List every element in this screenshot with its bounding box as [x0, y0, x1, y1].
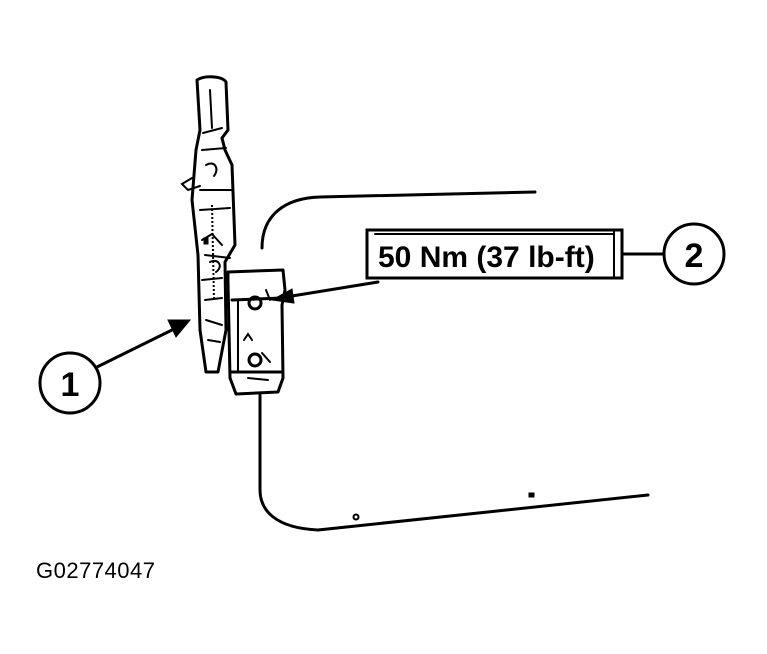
hinge-body — [226, 268, 287, 396]
callout-1: 1 — [38, 351, 102, 415]
callout-2-leader — [270, 252, 664, 304]
callout-2: 2 — [662, 222, 726, 286]
figure-code: G02774047 — [36, 558, 156, 583]
callout-1-leader — [93, 319, 192, 370]
hinge-strap — [180, 75, 237, 374]
torque-label: 50 Nm (37 lb-ft) — [378, 241, 595, 274]
callout-2-number: 2 — [685, 237, 704, 275]
door-panel-outline — [258, 190, 650, 532]
torque-label-box: 50 Nm (37 lb-ft) — [365, 228, 624, 280]
callout-1-number: 1 — [61, 366, 80, 404]
